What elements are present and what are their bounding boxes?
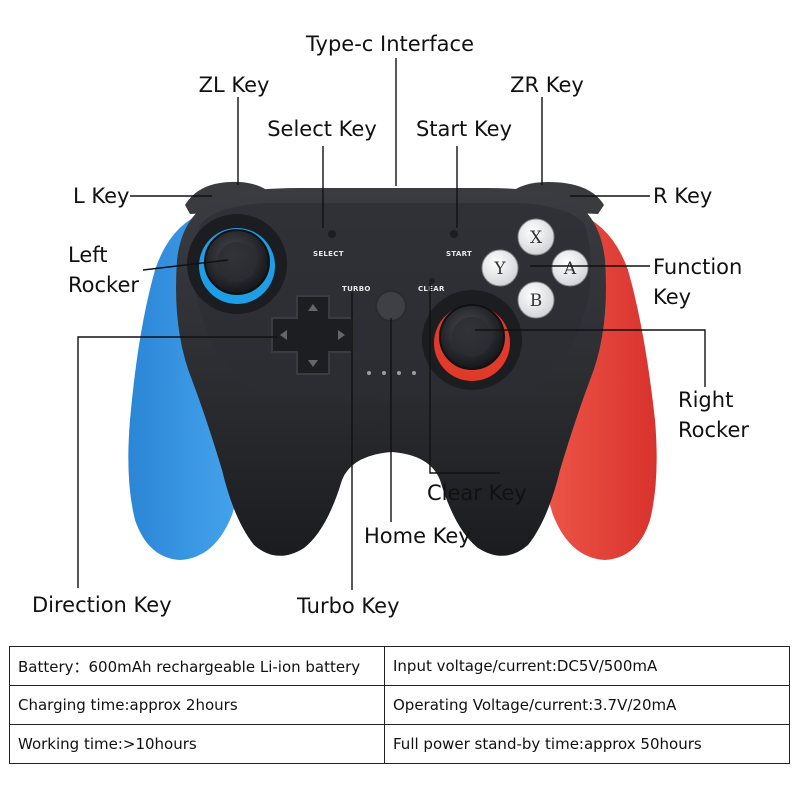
label-zr-key: ZR Key [510, 73, 584, 97]
clear-button [429, 278, 435, 284]
label-clear-key: Clear Key [427, 481, 527, 505]
x-button [517, 218, 555, 256]
svg-text:B: B [530, 291, 543, 311]
label-direction-key: Direction Key [32, 593, 172, 617]
label-right-rocker-line1: Right [678, 388, 733, 412]
svg-text:X: X [530, 228, 543, 248]
spec-operating-voltage: Operating Voltage/current:3.7V/20mA [384, 685, 790, 725]
spec-table: Battery：600mAh rechargeable Li-ion batte… [9, 646, 790, 764]
label-left-rocker-line1: Left [68, 243, 108, 267]
a-button [551, 249, 589, 287]
start-button [450, 230, 458, 238]
table-row: Charging time:approx 2hours Operating Vo… [9, 685, 790, 725]
callout-labels: Type-c Interface ZL Key ZR Key Select Ke… [32, 32, 749, 618]
spec-battery: Battery：600mAh rechargeable Li-ion batte… [9, 646, 385, 686]
right-rocker [422, 290, 522, 390]
b-button [517, 281, 555, 319]
label-left-rocker-line2: Rocker [68, 273, 139, 297]
label-function-key-line2: Key [653, 285, 691, 309]
table-row: Working time:>10hours Full power stand-b… [9, 724, 790, 764]
select-text: SELECT [313, 250, 344, 258]
left-rocker [187, 214, 287, 314]
start-text: START [446, 250, 472, 258]
turbo-text: TURBO [342, 285, 371, 293]
label-start-key: Start Key [416, 117, 512, 141]
spec-input-voltage: Input voltage/current:DC5V/500mA [384, 646, 790, 686]
direction-pad [271, 295, 353, 375]
svg-text:A: A [563, 259, 577, 279]
label-select-key: Select Key [267, 117, 377, 141]
table-row: Battery：600mAh rechargeable Li-ion batte… [9, 646, 790, 686]
label-right-rocker-line2: Rocker [678, 418, 749, 442]
spec-standby-time: Full power stand-by time:approx 50hours [384, 724, 790, 764]
label-r-key: R Key [653, 184, 712, 208]
label-function-key-line1: Function [653, 255, 742, 279]
label-home-key: Home Key [364, 524, 471, 548]
select-button [328, 230, 336, 238]
player-leds [367, 371, 416, 375]
spec-charging-time: Charging time:approx 2hours [9, 685, 385, 725]
label-zl-key: ZL Key [199, 73, 270, 97]
label-type-c: Type-c Interface [305, 32, 474, 56]
clear-text: CLEAR [418, 285, 445, 293]
y-button [481, 249, 519, 287]
leader-lines [77, 58, 706, 590]
spec-working-time: Working time:>10hours [9, 724, 385, 764]
home-button [375, 290, 407, 322]
svg-text:Y: Y [493, 259, 506, 279]
label-turbo-key: Turbo Key [296, 594, 400, 618]
function-buttons: X Y A B [481, 218, 589, 319]
label-l-key: L Key [73, 184, 129, 208]
